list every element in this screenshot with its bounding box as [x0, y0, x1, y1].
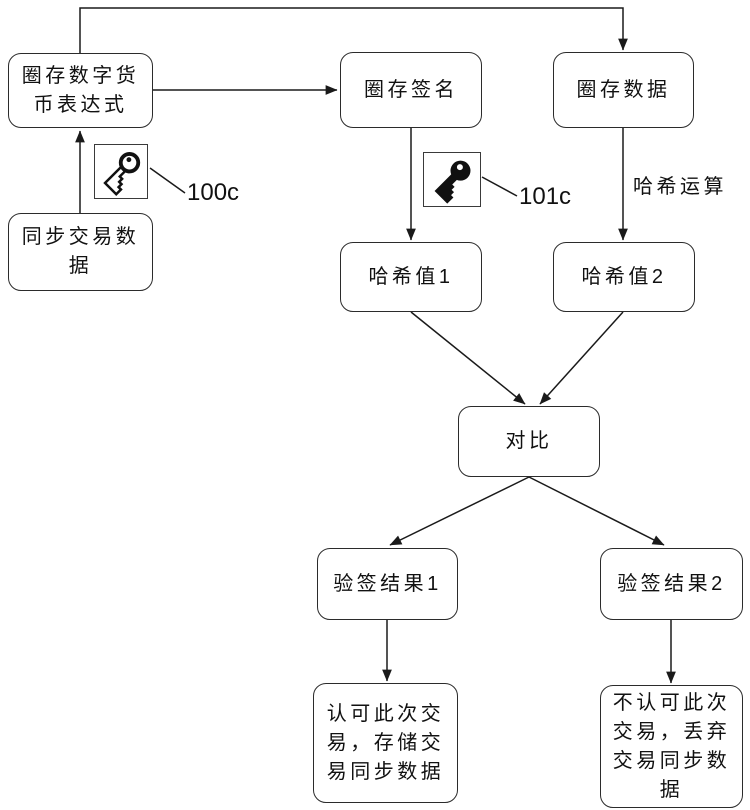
node-label: 认可此次交易，存储交易同步数据	[326, 702, 445, 783]
node-hash-value-2: 哈希值2	[553, 242, 695, 312]
key-101c-frame	[423, 152, 481, 207]
node-label: 圈存数据	[576, 78, 671, 101]
node-reject-transaction: 不认可此次交易，丢弃交易同步数据	[600, 685, 743, 808]
node-label: 对比	[505, 430, 553, 452]
edge-compare-to-result1	[389, 476, 530, 546]
edge-hash2-to-compare	[539, 311, 624, 405]
key-outline-icon	[103, 151, 141, 196]
node-hash-value-1: 哈希值1	[340, 242, 482, 312]
node-sync-transaction-data: 同步交易数据	[8, 213, 153, 291]
node-label: 哈希值2	[581, 265, 667, 288]
node-verify-result-2: 验签结果2	[600, 548, 743, 620]
node-label: 不认可此次交易，丢弃交易同步数据	[612, 691, 731, 801]
key-100c-frame	[94, 144, 148, 199]
node-label: 验签结果1	[333, 572, 442, 595]
node-accept-transaction: 认可此次交易，存储交易同步数据	[313, 683, 458, 803]
edge-expr-to-deposit-data	[79, 7, 628, 53]
node-deposit-currency-expression: 圈存数字货币表达式	[8, 53, 153, 128]
node-label: 验签结果2	[617, 572, 726, 595]
leader-line-key-101c	[481, 176, 518, 197]
node-verify-result-1: 验签结果1	[317, 548, 458, 620]
edge-hash1-to-compare	[410, 311, 526, 405]
key-label-100c: 100c	[187, 179, 240, 206]
key-label-101c: 101c	[519, 183, 572, 210]
node-label: 圈存数字货币表达式	[21, 64, 140, 116]
node-deposit-signature: 圈存签名	[340, 52, 482, 128]
node-label: 哈希值1	[368, 265, 454, 288]
key-solid-icon	[434, 160, 471, 204]
node-deposit-data: 圈存数据	[553, 52, 694, 128]
node-compare: 对比	[458, 406, 600, 477]
node-label: 同步交易数据	[21, 226, 140, 277]
edge-compare-to-result2	[528, 476, 665, 546]
leader-line-key-100c	[149, 167, 186, 194]
node-label: 圈存签名	[364, 78, 458, 101]
edge-label-hash-operation: 哈希运算	[633, 176, 727, 198]
